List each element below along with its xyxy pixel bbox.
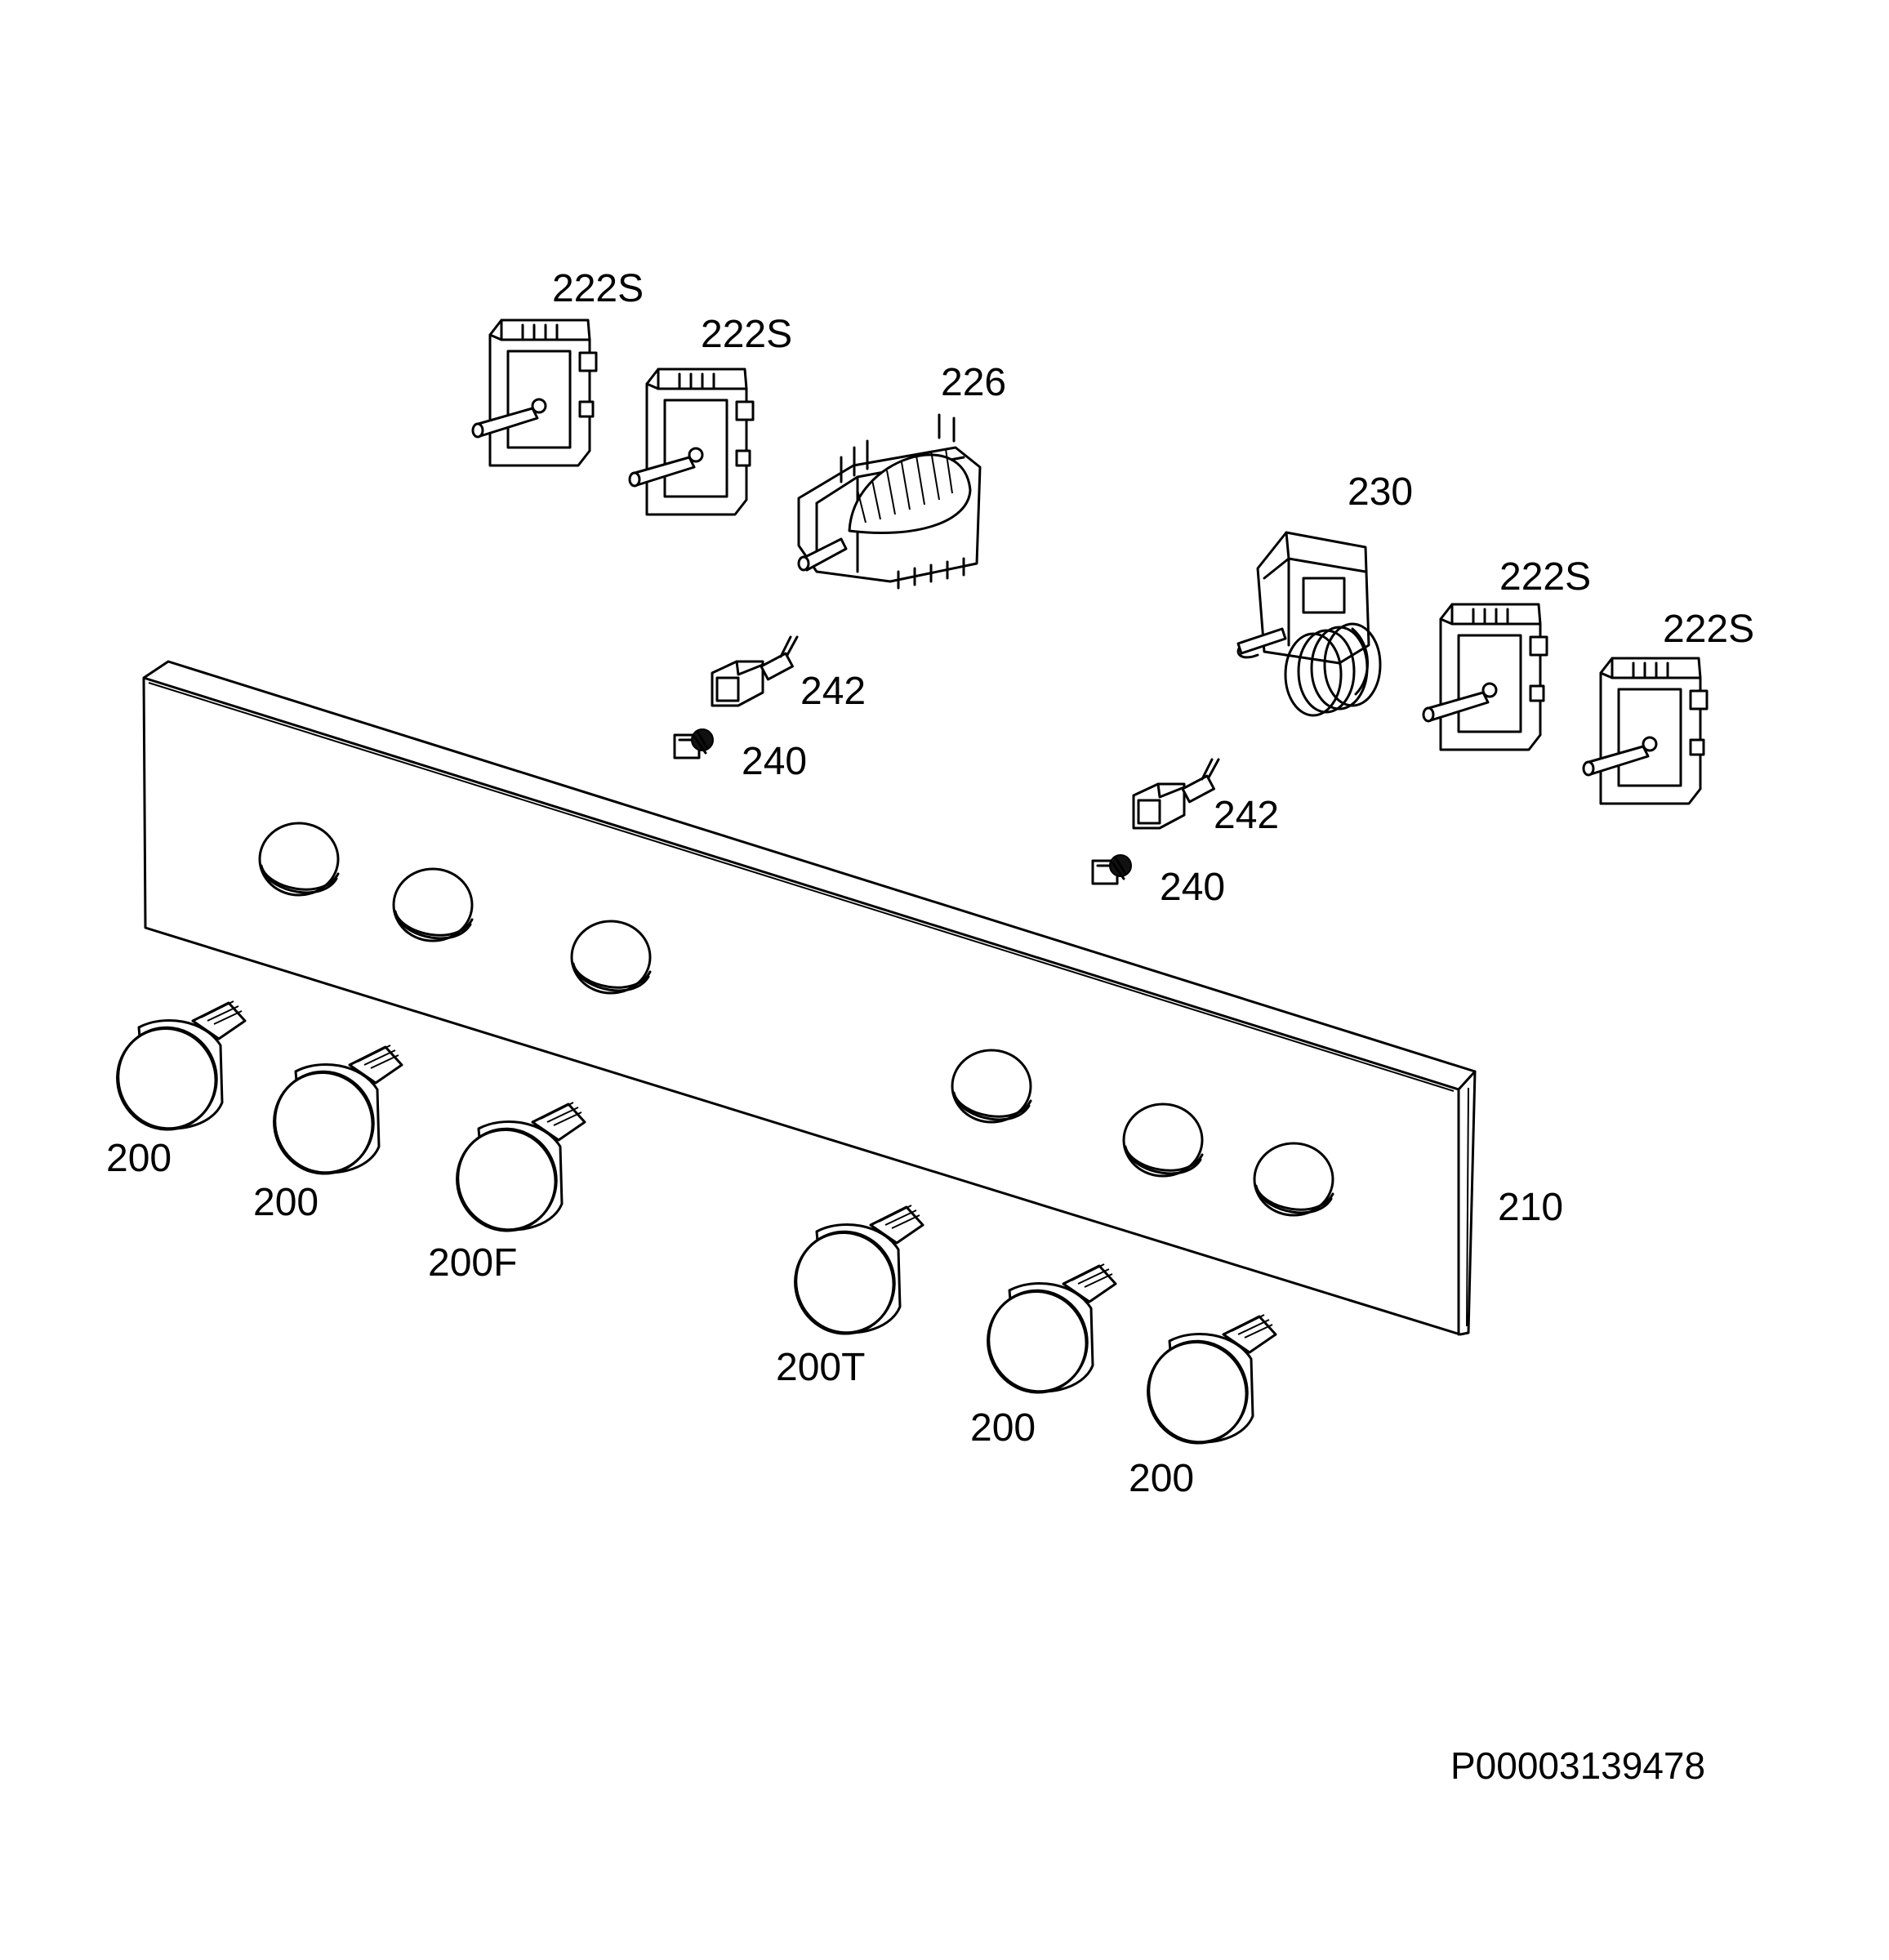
callout-240-left: 240 [742,740,807,783]
control-knob-6 [1132,1313,1277,1459]
callout-222s-top-left: 222S [552,267,644,310]
panel-hole-4 [951,1049,1032,1124]
callout-210: 210 [1498,1186,1563,1229]
callout-222s-right-b: 222S [1663,608,1754,651]
callout-226: 226 [941,361,1006,404]
control-knob-4 [779,1204,924,1349]
selector-switch [797,413,982,590]
callout-242-left: 242 [800,670,866,713]
panel-hole-1 [258,822,340,897]
callout-200-knob-5: 200 [970,1406,1036,1450]
control-knob-5 [972,1263,1117,1408]
energy-regulator-switch-4 [1582,657,1709,805]
document-id: P00003139478 [1450,1744,1705,1787]
panel-hole-2 [392,867,474,942]
indicator-lamp-right [1091,853,1133,885]
energy-regulator-switch-3 [1422,603,1548,751]
callout-200-knob-1: 200 [106,1137,172,1180]
callout-200f: 200F [428,1241,517,1285]
energy-regulator-switch-2 [628,368,755,516]
callout-200-knob-2: 200 [253,1181,319,1224]
control-knob-2 [258,1044,403,1189]
lamp-holder-left [711,635,799,707]
control-knob-3 [441,1101,586,1246]
callout-222s-right-a: 222S [1499,555,1591,599]
panel-hole-5 [1122,1102,1204,1178]
callout-242-right: 242 [1214,794,1279,837]
energy-regulator-switch-1 [471,318,598,467]
control-panel [142,660,1477,1336]
thermostat [1236,531,1382,717]
control-knob-1 [101,1000,247,1145]
callout-230: 230 [1348,470,1413,514]
panel-hole-3 [570,920,652,995]
callout-240-right: 240 [1160,866,1225,909]
panel-hole-6 [1253,1142,1334,1217]
lamp-holder-right [1132,758,1220,830]
callout-200-knob-6: 200 [1129,1457,1194,1500]
callout-222s-top-mid: 222S [701,313,792,356]
callout-200t: 200T [776,1346,865,1389]
indicator-lamp-left [673,728,715,760]
